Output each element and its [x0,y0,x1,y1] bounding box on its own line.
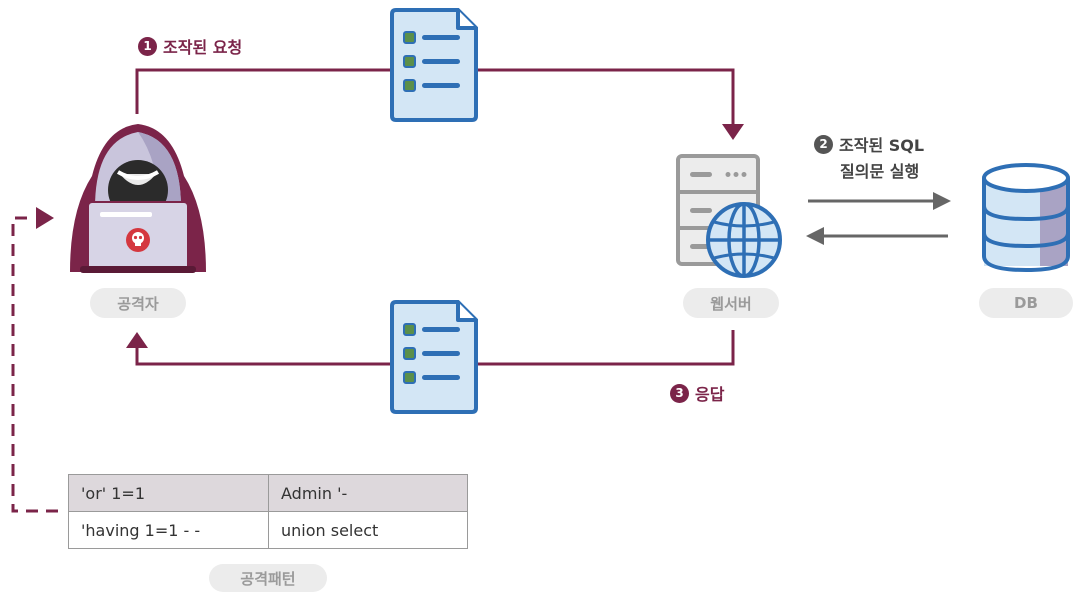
step-1-badge: 1 [138,36,157,56]
table-cell: union select [268,511,468,549]
attacker-label: 공격자 [90,288,186,318]
database-icon [982,163,1070,273]
step-3-badge: 3 [670,383,689,403]
step-2-label: 2 조작된 SQL [814,132,924,156]
table-cell: Admin '- [268,474,468,512]
sql-exec-arrows [806,192,951,245]
step-3-text: 응답 [695,385,725,404]
step-2-text-line1: 조작된 SQL [839,136,925,155]
globe-icon [706,202,782,278]
table-cell: 'having 1=1 - - [68,511,269,549]
pattern-feedback-arrow [11,207,58,513]
attack-pattern-table: 'or' 1=1 Admin '- 'having 1=1 - - union … [68,474,468,549]
step-1-label: 1 조작된 요청 [138,34,242,58]
step-2-text-line2: 질의문 실행 [840,162,920,181]
table-row: 'having 1=1 - - union select [68,511,468,549]
document-icon [390,300,478,414]
document-icon [390,8,478,122]
step-2-badge: 2 [814,134,833,154]
skull-icon [126,228,150,252]
step-1-text: 조작된 요청 [163,38,243,57]
table-row: 'or' 1=1 Admin '- [68,474,468,512]
table-cell: 'or' 1=1 [68,474,269,512]
webserver-label: 웹서버 [683,288,779,318]
db-label: DB [979,288,1073,318]
step-3-label: 3 응답 [670,381,724,405]
pattern-label: 공격패턴 [209,564,327,592]
